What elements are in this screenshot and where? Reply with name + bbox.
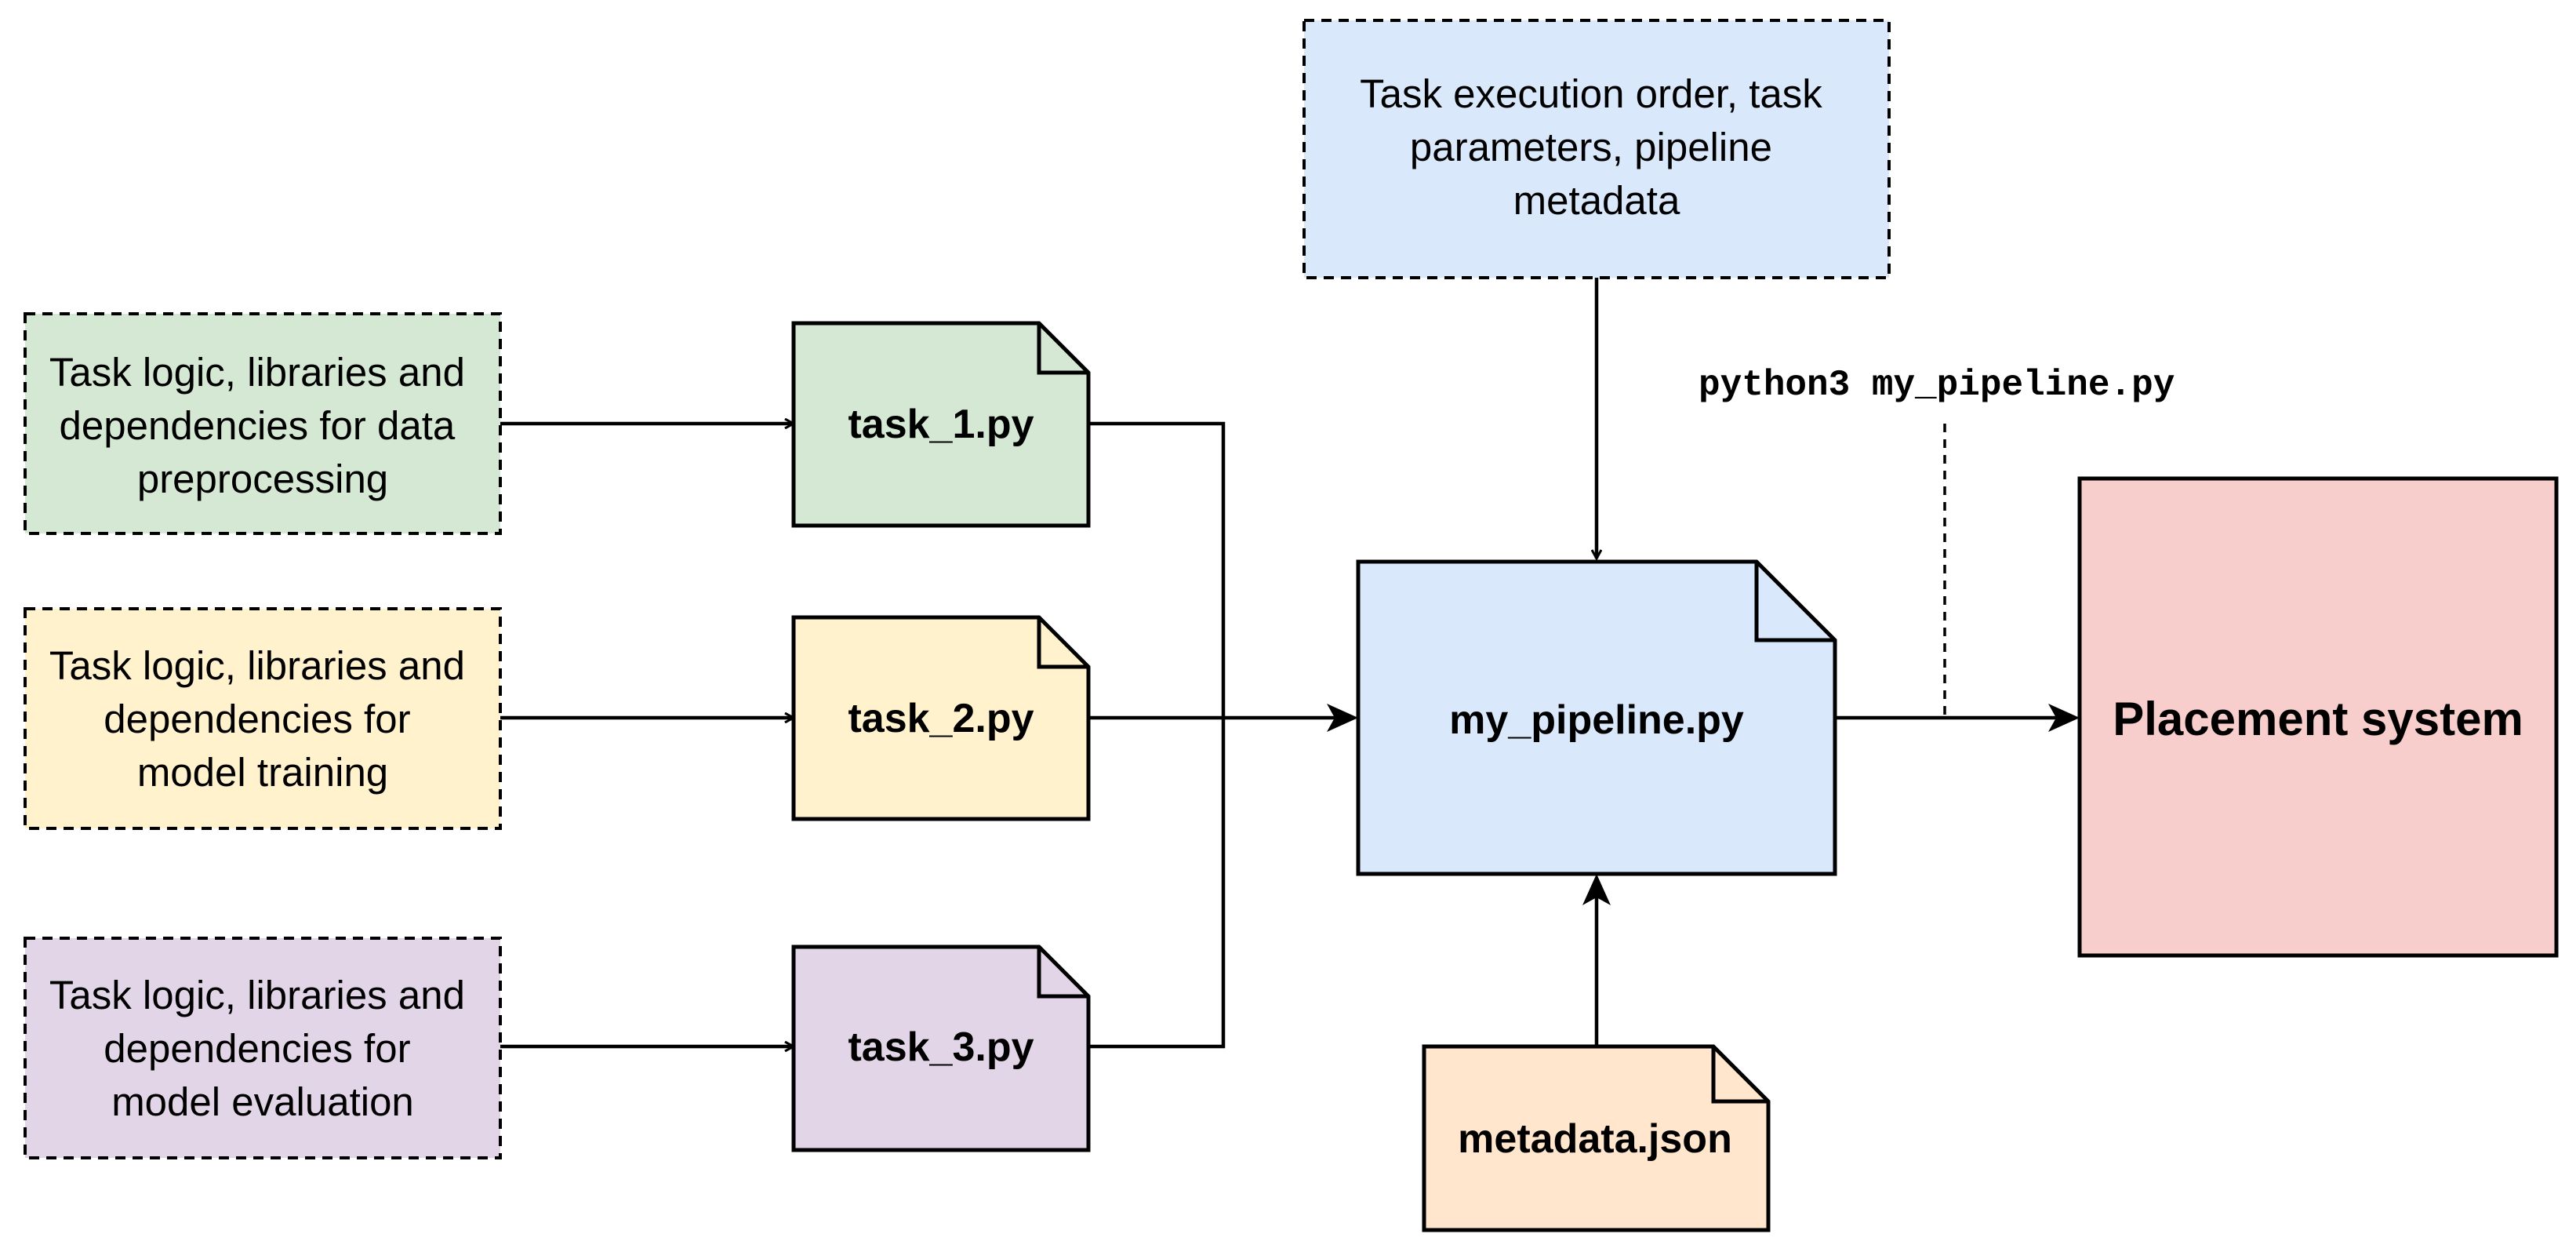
note-line: preprocessing [137,457,388,501]
arrowhead-metadata-to-pipeline [1582,874,1611,905]
note-pipeline-config: Task execution order, task parameters, p… [1303,19,1891,279]
file-task-3-label: task_3.py [848,1025,1034,1070]
note-line: model training [137,750,388,795]
svg-text:Task logic, libraries and: Task logic, libraries and dependencies f… [49,973,476,1124]
file-metadata[interactable]: metadata.json [1422,1044,1771,1232]
note-line: Task execution order, task [1360,71,1822,116]
note-line: Task logic, libraries and [49,643,465,688]
note-line: model evaluation [111,1079,414,1124]
arrowhead-pipeline-to-placement [2048,704,2080,732]
note-pipeline-config-box [1303,19,1891,279]
file-task-3[interactable]: task_3.py [791,944,1091,1152]
file-task-2-shape [791,615,1091,821]
note-line: parameters, pipeline [1410,125,1772,169]
line-task-1-merge [1088,421,1226,1049]
svg-text:Task logic, libraries and: Task logic, libraries and dependencies f… [49,643,476,795]
file-metadata-label: metadata.json [1458,1116,1732,1162]
note-line: dependencies for [104,1026,410,1071]
folded-corner-icon [1711,1046,1768,1104]
file-task-3-shape [791,944,1091,1152]
file-task-1-shape [791,321,1091,528]
folded-corner-icon [1037,617,1088,669]
folded-corner-icon [1037,323,1088,375]
note-training-box [24,607,502,830]
note-preprocessing-box [24,312,502,535]
file-pipeline-label: my_pipeline.py [1449,697,1744,743]
note-line: dependencies for [104,697,410,741]
file-task-2[interactable]: task_2.py [791,615,1091,821]
note-training: Task logic, libraries and dependencies f… [24,607,502,830]
file-metadata-shape [1422,1044,1771,1232]
file-pipeline-shape [1356,559,1837,876]
connectors [500,278,2080,1046]
placement-system[interactable]: Placement system [2077,476,2559,958]
placement-system-label: Placement system [2113,693,2523,745]
note-line: metadata [1513,178,1680,223]
svg-text:Task execution order, task: Task execution order, task parameters, p… [1360,71,1833,223]
folded-corner-icon [1037,947,1088,999]
file-task-2-label: task_2.py [848,696,1034,741]
folded-corner-icon [1754,562,1835,642]
file-task-1[interactable]: task_1.py [791,321,1091,528]
note-evaluation-box [24,937,502,1159]
file-pipeline[interactable]: my_pipeline.py [1356,559,1837,876]
arrowhead-tasks-to-pipeline [1327,704,1358,732]
note-line: Task logic, libraries and [49,973,465,1017]
placement-system-box [2077,476,2559,958]
note-evaluation: Task logic, libraries and dependencies f… [24,937,502,1159]
file-task-1-label: task_1.py [848,402,1034,447]
svg-text:Task logic, libraries and: Task logic, libraries and dependencies f… [49,350,476,501]
note-line: dependencies for data [60,403,456,448]
note-preprocessing: Task logic, libraries and dependencies f… [24,312,502,535]
command-label: python3 my_pipeline.py [1699,365,2175,406]
note-line: Task logic, libraries and [49,350,465,395]
